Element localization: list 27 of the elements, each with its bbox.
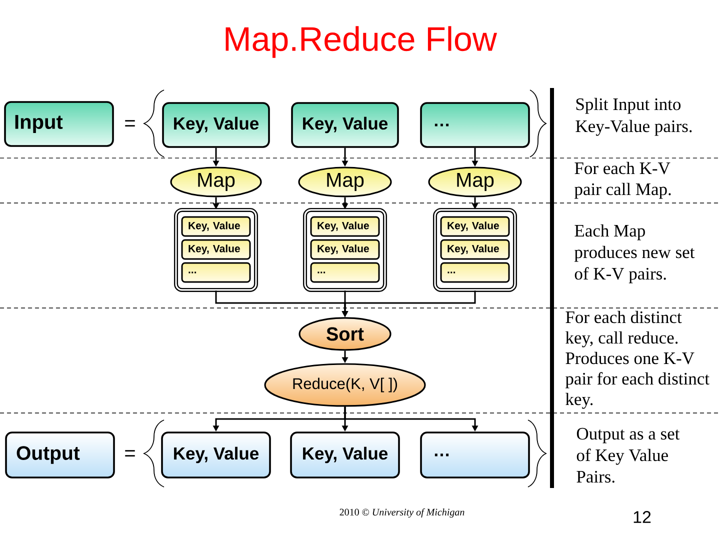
equals-sign: = [125, 450, 135, 457]
equals-sign: = [125, 120, 135, 127]
step-note: Output as a set of Key Value Pairs. [576, 428, 680, 483]
pair-item: Key, Value [440, 216, 510, 237]
pair-item: Key, Value [310, 216, 380, 237]
pair-item: ... [440, 262, 510, 283]
input-box: Input [4, 101, 114, 147]
step-note: For each K-V pair call Map. [574, 162, 671, 199]
pair-box: Key, Value [161, 432, 271, 478]
pair-box: Key, Value [291, 102, 399, 148]
pair-item: Key, Value [310, 239, 380, 260]
pair-item: Key, Value [181, 216, 251, 237]
step-note: For each distinct key, call reduce. Produces one K-V pair for each distinct key. [565, 310, 710, 409]
page-number: 12 [634, 511, 651, 523]
copyright-notice: 2010 © University of Michigan [340, 508, 464, 518]
pair-box: … [420, 432, 530, 478]
title: Map.Reduce Flow [226, 26, 498, 58]
output-box: Output [5, 432, 115, 478]
pair-box: … [420, 102, 530, 148]
pair-item: Key, Value [181, 239, 251, 260]
step-note: Each Map produces new set of K-V pairs. [574, 224, 695, 284]
pair-item: ... [181, 262, 251, 283]
pair-item: ... [310, 262, 380, 283]
pair-box: Key, Value [290, 432, 400, 478]
pair-item: Key, Value [440, 239, 510, 260]
pair-box: Key, Value [162, 102, 270, 148]
step-note: Split Input into Key-Value pairs. [576, 98, 692, 136]
